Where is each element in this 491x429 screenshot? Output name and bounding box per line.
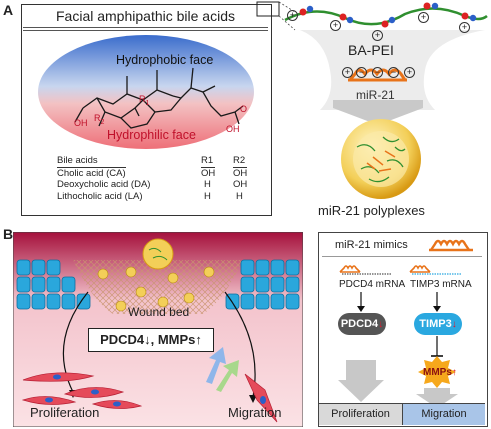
migration-grey-arrow <box>416 388 458 408</box>
panel-a-label: A <box>3 2 14 18</box>
table-cell: H <box>204 179 211 190</box>
polyplex-drop <box>142 238 174 270</box>
bile-acid-table: Bile acids R1 R2 Cholic acid (CA) OH OH … <box>57 155 267 203</box>
mesh-polyplexes <box>97 266 215 312</box>
polyplex-sphere <box>341 119 421 199</box>
plus-sign: + <box>459 22 470 33</box>
table-cell: Deoxycholic acid (DA) <box>57 179 151 190</box>
proliferation-cell: Proliferation <box>319 403 403 425</box>
table-cell: OH <box>201 167 216 179</box>
title-divider-2 <box>23 30 268 31</box>
table-header-r1: R1 <box>201 155 214 166</box>
table-cell: OH <box>233 179 248 190</box>
minus-sign: − <box>372 67 383 78</box>
mmps-text: MMPs <box>423 367 452 378</box>
hydrophobic-face-label: Hydrophobic face <box>116 53 214 67</box>
mimics-label: miR-21 mimics <box>335 239 408 251</box>
oh-right-label: OH <box>226 124 240 134</box>
mmps-burst <box>418 356 456 388</box>
down-arrow <box>333 100 423 125</box>
pdcd4-mrna-icon <box>339 265 392 275</box>
plus-sign: + <box>342 67 353 78</box>
amphipathic-oval <box>38 35 254 149</box>
down-indicator: ↓ <box>378 319 384 330</box>
plus-sign: + <box>404 67 415 78</box>
pdcd4-mmps-box: PDCD4↓, MMPs↑ <box>88 328 214 352</box>
proliferation-label: Proliferation <box>30 405 100 420</box>
table-cell: H <box>236 191 243 202</box>
polyplexes-label: miR-21 polyplexes <box>318 203 425 218</box>
migration-label: Migration <box>228 405 282 420</box>
plus-sign: + <box>330 20 341 31</box>
down-indicator: ↓ <box>451 319 457 330</box>
o-label: O <box>240 104 248 114</box>
plus-sign: + <box>418 12 429 23</box>
migration-arrow-blue <box>206 347 226 384</box>
right-cell-layer <box>225 259 300 310</box>
pdcd4-pill: PDCD4↓ <box>338 313 386 335</box>
up-indicator: ↑ <box>451 367 457 378</box>
ba-pei-label: BA-PEI <box>348 42 394 58</box>
minus-sign: − <box>356 67 367 78</box>
r2-letter: R <box>94 113 101 123</box>
left-cell-layer <box>16 259 91 310</box>
table-header-name: Bile acids <box>57 155 98 166</box>
panel-b-label: B <box>3 226 14 242</box>
box-title: Facial amphipathic bile acids <box>56 8 235 24</box>
wound-bed-label: Wound bed <box>128 305 190 319</box>
minus-sign: − <box>388 67 399 78</box>
migration-arrow-green <box>216 360 239 392</box>
mmps-label: MMPs↑ <box>423 367 457 378</box>
title-divider <box>23 27 268 28</box>
oh-left-label: OH <box>74 118 88 128</box>
pathway-arrows <box>338 292 458 408</box>
plus-sign: + <box>287 10 298 21</box>
table-cell: OH <box>233 167 248 179</box>
zoom-box <box>256 1 280 17</box>
proliferation-grey-arrow <box>338 360 384 402</box>
table-cell: Lithocholic acid (LA) <box>57 191 143 202</box>
mir21-label: miR-21 <box>356 88 395 102</box>
timp3-mrna-label: TIMP3 mRNA <box>410 279 472 290</box>
table-cell: Cholic acid (CA) <box>57 167 126 179</box>
timp3-pill: TIMP3↓ <box>414 313 462 335</box>
plus-sign: + <box>372 30 383 41</box>
pdcd4-label: PDCD4 <box>340 318 379 330</box>
migration-cell: Migration <box>403 403 485 425</box>
steroid-skeleton <box>74 67 244 129</box>
wound-bed-mesh <box>73 260 243 314</box>
pdcd4-mrna-label: PDCD4 mRNA <box>339 279 406 290</box>
hydrophilic-face-label: Hydrophilic face <box>107 128 196 142</box>
r1-subscript: 1 <box>145 99 150 107</box>
table-cell: H <box>204 191 211 202</box>
r2-subscript: 2 <box>100 118 105 126</box>
mimics-icon <box>429 239 473 252</box>
table-header-r2: R2 <box>233 155 246 166</box>
timp3-label: TIMP3 <box>419 318 452 330</box>
r1-letter: R <box>139 94 146 104</box>
r1-label: R1 <box>139 94 149 107</box>
r2-label: R2 <box>94 113 104 126</box>
mimics-divider <box>322 256 482 257</box>
timp3-mrna-icon <box>409 265 462 275</box>
